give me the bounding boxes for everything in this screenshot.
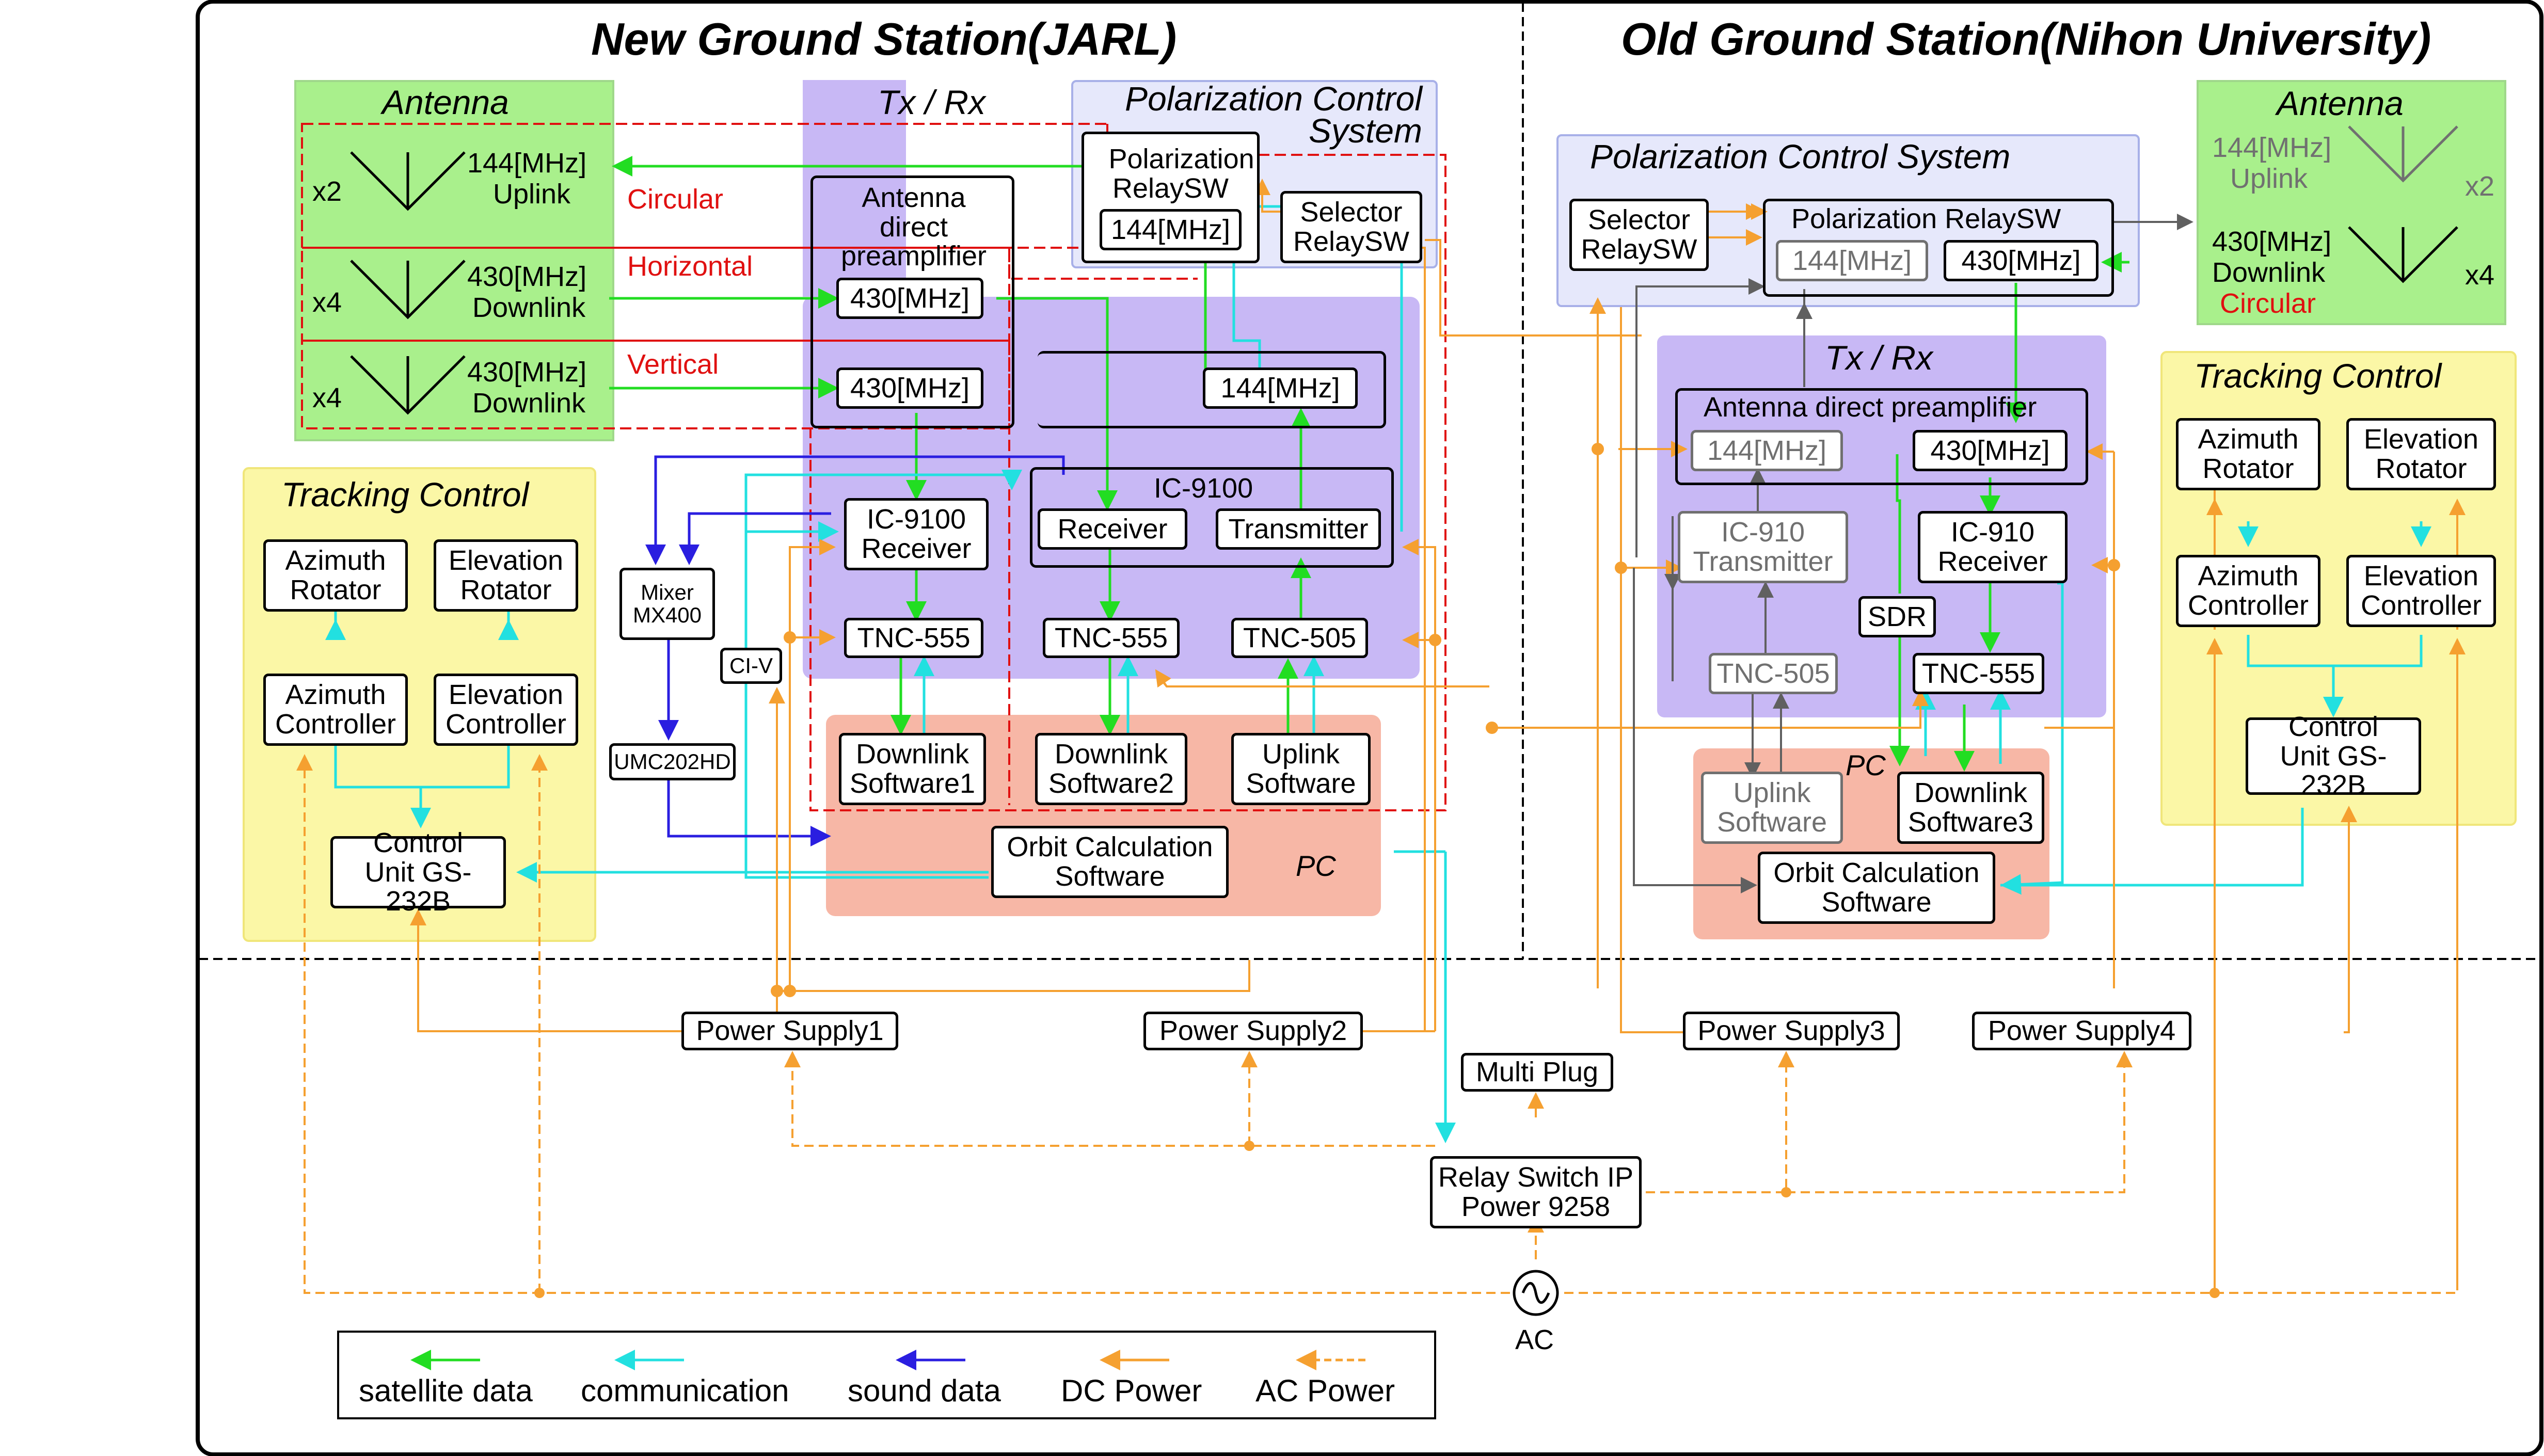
old-preamplifier-label: Antenna direct preamplifier bbox=[1704, 392, 2037, 423]
ic9100-receiver-unit[interactable]: IC-9100 Receiver bbox=[844, 498, 989, 570]
antenna-mult-3: x4 bbox=[312, 382, 342, 413]
old-downlink-software-3[interactable]: Downlink Software3 bbox=[1897, 772, 2044, 844]
tnc505[interactable]: TNC-505 bbox=[1231, 618, 1368, 658]
old-relay-144[interactable]: 144[MHz] bbox=[1776, 240, 1928, 281]
old-elevation-rotator[interactable]: Elevation Rotator bbox=[2346, 418, 2496, 490]
antenna-dir-2: Downlink bbox=[472, 292, 586, 323]
power-supply-1[interactable]: Power Supply1 bbox=[681, 1012, 898, 1050]
control-unit[interactable]: Control Unit GS-232B bbox=[330, 828, 506, 916]
ac-source-label: AC bbox=[1515, 1324, 1554, 1355]
preamp-430-a[interactable]: 430[MHz] bbox=[836, 278, 983, 319]
orbit-calc-software[interactable]: Orbit Calculation Software bbox=[991, 826, 1229, 898]
old-selector-relay[interactable]: Selector RelaySW bbox=[1569, 199, 1709, 271]
tnc555-b[interactable]: TNC-555 bbox=[1043, 618, 1180, 658]
multi-plug[interactable]: Multi Plug bbox=[1461, 1053, 1613, 1092]
antenna-mult-2: x4 bbox=[312, 287, 342, 318]
tnc555-a[interactable]: TNC-555 bbox=[844, 618, 983, 658]
old-station-title: Old Ground Station(Nihon University) bbox=[1621, 13, 2431, 65]
old-azimuth-controller[interactable]: Azimuth Controller bbox=[2176, 555, 2320, 627]
preamp-144[interactable]: 144[MHz] bbox=[1203, 367, 1358, 409]
old-antenna-up-freq: 144[MHz] bbox=[2212, 132, 2332, 163]
power-supply-4[interactable]: Power Supply4 bbox=[1972, 1012, 2191, 1050]
old-azimuth-rotator[interactable]: Azimuth Rotator bbox=[2176, 418, 2320, 490]
old-antenna-down-mult: x4 bbox=[2465, 260, 2495, 291]
elevation-rotator[interactable]: Elevation Rotator bbox=[434, 539, 578, 612]
old-antenna-region bbox=[2197, 80, 2506, 325]
old-pre-430[interactable]: 430[MHz] bbox=[1913, 430, 2068, 471]
old-ic910-receiver[interactable]: IC-910 Receiver bbox=[1918, 511, 2068, 583]
antenna-title: Antenna bbox=[382, 83, 509, 121]
ci-v-interface[interactable]: CI-V bbox=[720, 648, 782, 684]
old-ic910-transmitter[interactable]: IC-910 Transmitter bbox=[1678, 511, 1848, 583]
antenna-dir-3: Downlink bbox=[472, 388, 586, 419]
antenna-freq-3: 430[MHz] bbox=[467, 357, 587, 388]
new-station-title: New Ground Station(JARL) bbox=[591, 13, 1177, 65]
tracking-title: Tracking Control bbox=[281, 475, 529, 514]
ic9100-label: IC-9100 bbox=[1154, 473, 1253, 504]
old-antenna-down-pol: Circular bbox=[2220, 288, 2316, 319]
old-elevation-controller[interactable]: Elevation Controller bbox=[2346, 555, 2496, 627]
txrx-region bbox=[803, 80, 906, 297]
old-tnc555[interactable]: TNC-555 bbox=[1913, 653, 2044, 694]
elevation-controller[interactable]: Elevation Controller bbox=[434, 674, 578, 746]
downlink-software-1[interactable]: Downlink Software1 bbox=[839, 733, 986, 805]
antenna-mult-1: x2 bbox=[312, 176, 342, 207]
polarization-title: Polarization Control System bbox=[1125, 79, 1422, 150]
old-control-unit[interactable]: Control Unit GS-232B bbox=[2246, 712, 2421, 800]
selector-relay[interactable]: Selector RelaySW bbox=[1280, 191, 1422, 263]
old-antenna-up-mult: x2 bbox=[2465, 171, 2495, 202]
old-preamplifier-box bbox=[1675, 388, 2088, 485]
power-supply-3[interactable]: Power Supply3 bbox=[1683, 1012, 1900, 1050]
pc-label: PC bbox=[1296, 850, 1336, 882]
old-pc-label: PC bbox=[1846, 749, 1886, 781]
legend-satellite: satellite data bbox=[359, 1373, 533, 1408]
old-antenna-down-freq: 430[MHz] bbox=[2212, 226, 2332, 257]
old-tnc505[interactable]: TNC-505 bbox=[1709, 653, 1838, 694]
azimuth-rotator[interactable]: Azimuth Rotator bbox=[263, 539, 408, 612]
mixer-mx400[interactable]: Mixer MX400 bbox=[619, 568, 715, 640]
preamplifier-144-group bbox=[1038, 351, 1386, 428]
ic9100-receiver-box[interactable]: Receiver bbox=[1038, 508, 1187, 550]
polarization-relay-label: Polarization RelaySW bbox=[1108, 143, 1254, 204]
old-antenna-up-dir: Uplink bbox=[2230, 163, 2308, 194]
uplink-software[interactable]: Uplink Software bbox=[1231, 733, 1371, 805]
legend-dc-power: DC Power bbox=[1061, 1373, 1202, 1408]
legend-ac-power: AC Power bbox=[1255, 1373, 1395, 1408]
polarization-relay-144[interactable]: 144[MHz] bbox=[1100, 209, 1242, 250]
old-orbit-calc-software[interactable]: Orbit Calculation Software bbox=[1758, 852, 1995, 924]
preamplifier-box bbox=[810, 175, 1014, 428]
old-sdr[interactable]: SDR bbox=[1858, 596, 1936, 637]
antenna-pol-1: Circular bbox=[627, 184, 724, 215]
antenna-dir-1: Uplink bbox=[493, 179, 571, 210]
antenna-pol-3: Vertical bbox=[627, 349, 719, 380]
downlink-software-2[interactable]: Downlink Software2 bbox=[1035, 733, 1187, 805]
azimuth-controller[interactable]: Azimuth Controller bbox=[263, 674, 408, 746]
legend-communication: communication bbox=[581, 1373, 789, 1408]
umc202hd[interactable]: UMC202HD bbox=[609, 743, 736, 780]
old-antenna-down-dir: Downlink bbox=[2212, 257, 2326, 288]
ic9100-transmitter-box[interactable]: Transmitter bbox=[1216, 508, 1381, 550]
old-polarization-relay bbox=[1763, 199, 2114, 297]
old-polarization-relay-label: Polarization RelaySW bbox=[1791, 203, 2061, 234]
old-txrx-title: Tx / Rx bbox=[1825, 339, 1933, 377]
preamp-430-b[interactable]: 430[MHz] bbox=[836, 367, 983, 409]
txrx-title: Tx / Rx bbox=[878, 83, 985, 121]
ic9100-box bbox=[1030, 467, 1394, 568]
relay-switch[interactable]: Relay Switch IP Power 9258 bbox=[1430, 1156, 1642, 1228]
antenna-freq-2: 430[MHz] bbox=[467, 261, 587, 292]
old-antenna-title: Antenna bbox=[2277, 84, 2404, 122]
old-tracking-title: Tracking Control bbox=[2194, 357, 2442, 395]
antenna-pol-2: Horizontal bbox=[627, 251, 753, 282]
antenna-freq-1: 144[MHz] bbox=[467, 148, 587, 179]
old-pre-144[interactable]: 144[MHz] bbox=[1691, 430, 1843, 471]
power-supply-2[interactable]: Power Supply2 bbox=[1143, 1012, 1363, 1050]
preamplifier-label: Antenna direct preamplifier bbox=[840, 182, 987, 272]
antenna-region bbox=[294, 80, 614, 441]
old-polarization-title: Polarization Control System bbox=[1590, 137, 2011, 175]
old-relay-430[interactable]: 430[MHz] bbox=[1944, 240, 2098, 281]
legend-sound: sound data bbox=[848, 1373, 1001, 1408]
old-uplink-software[interactable]: Uplink Software bbox=[1701, 772, 1843, 844]
